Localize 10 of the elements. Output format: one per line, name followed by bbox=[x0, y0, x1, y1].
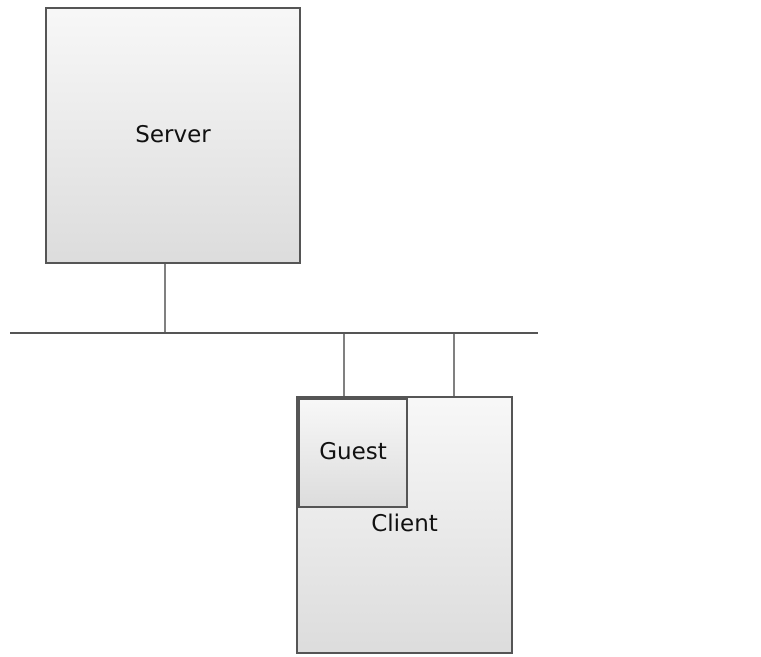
inner-box bbox=[298, 398, 408, 508]
bus-line bbox=[10, 332, 538, 334]
connector-line bbox=[343, 334, 345, 398]
connector-line bbox=[164, 264, 166, 332]
component-box bbox=[296, 396, 513, 654]
component-box bbox=[45, 7, 301, 264]
box-label: Server bbox=[134, 121, 212, 149]
box-label: Client bbox=[370, 510, 439, 538]
box-label: Guest bbox=[318, 438, 388, 466]
connector-line bbox=[453, 334, 455, 396]
